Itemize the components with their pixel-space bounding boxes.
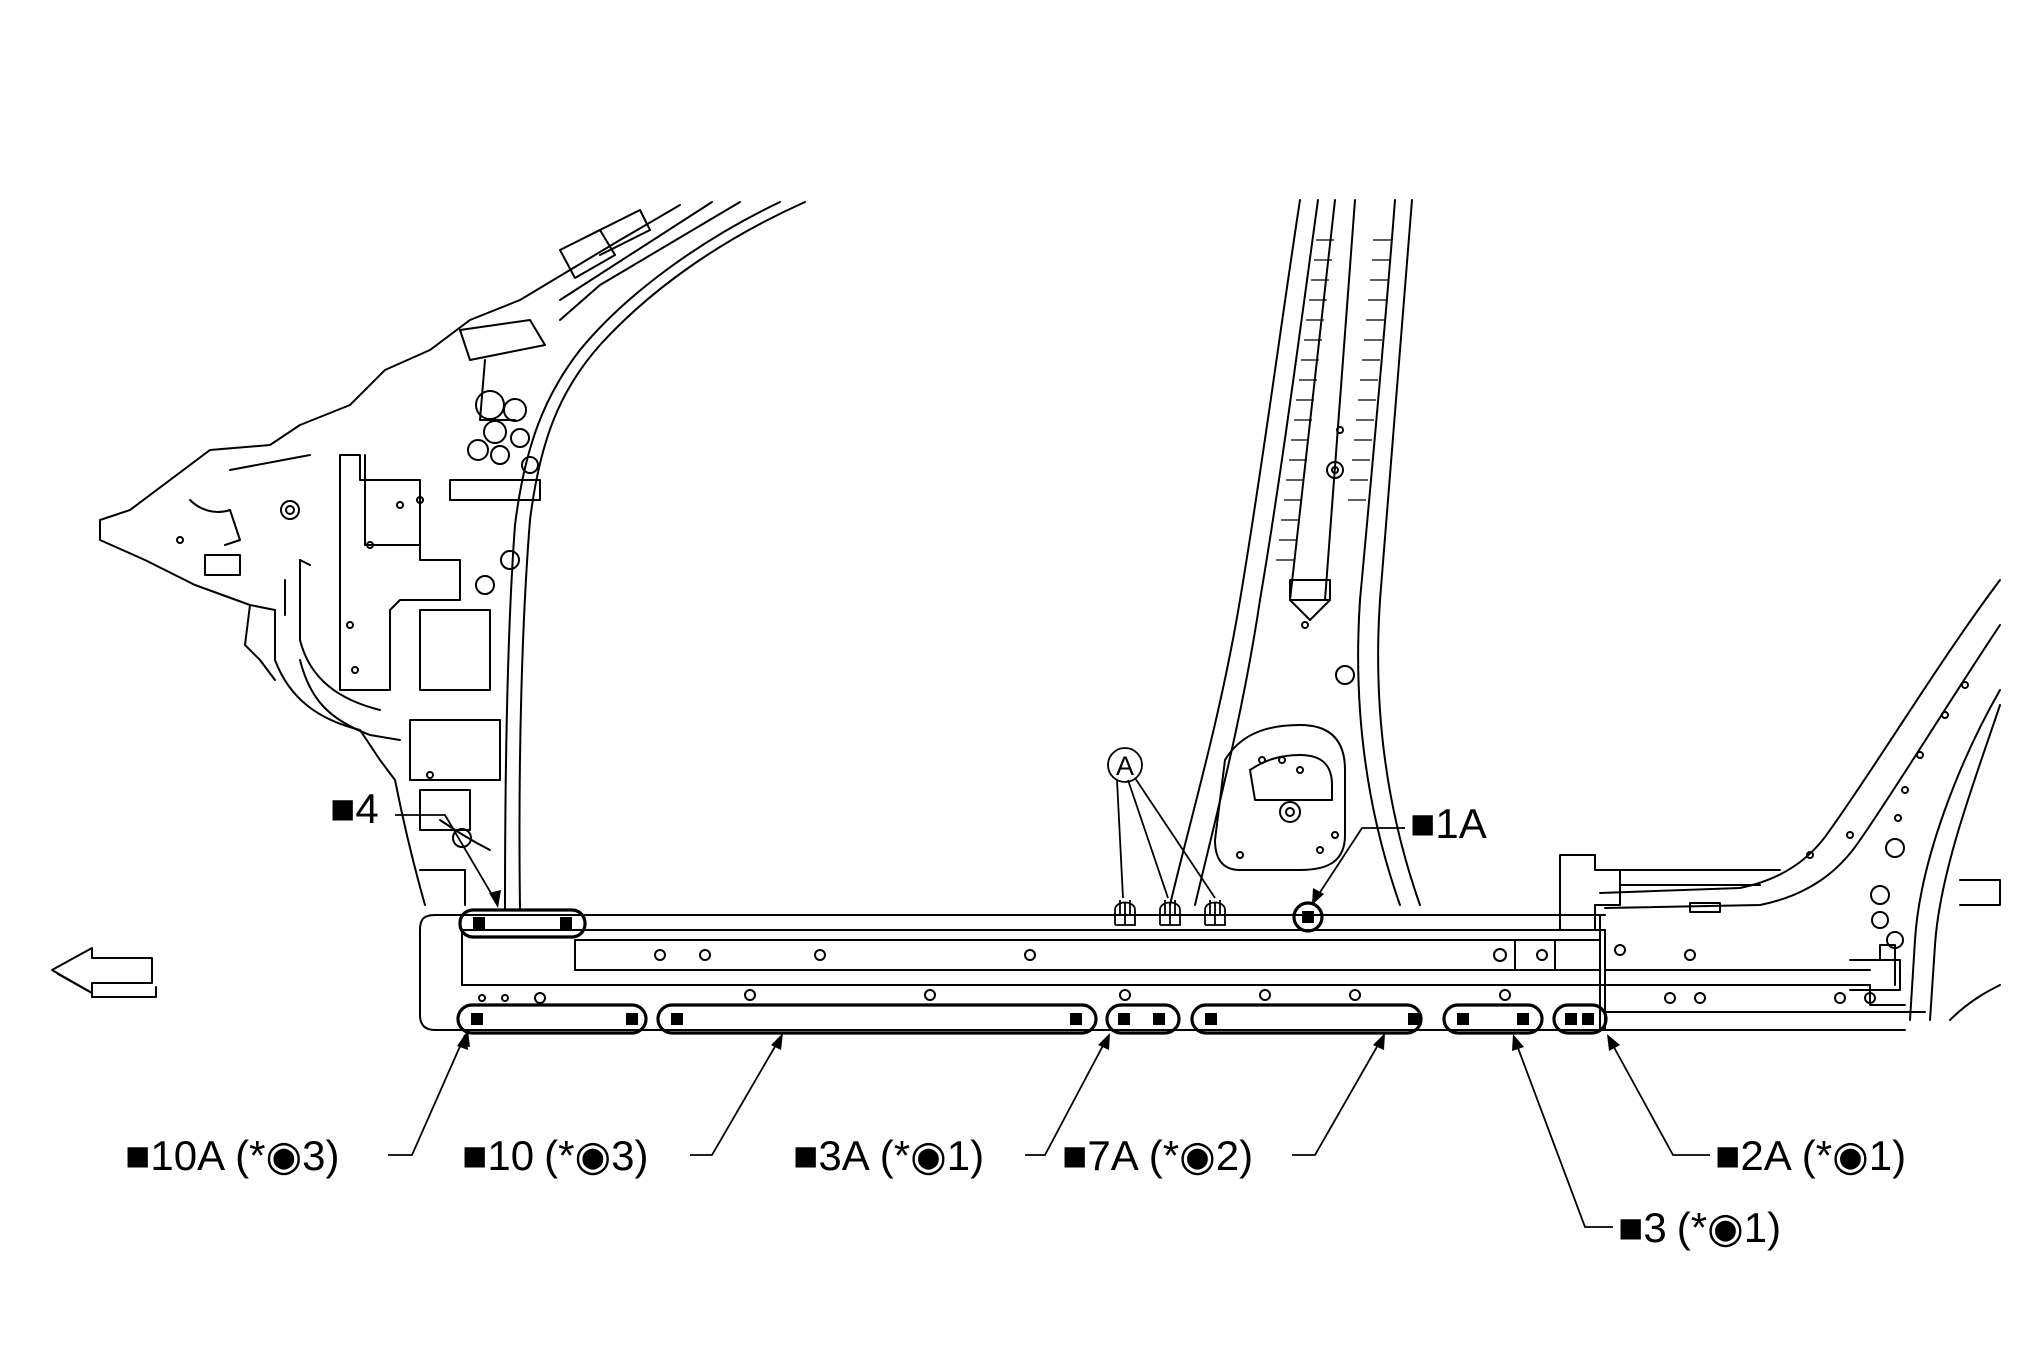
weld-symbol-icon: ■ bbox=[1715, 1132, 1740, 1179]
weld-group-7a bbox=[1190, 1003, 1423, 1035]
svg-text:■3A(*◉1): ■3A(*◉1) bbox=[793, 1132, 984, 1179]
b-pillar-structure bbox=[1169, 199, 1421, 906]
label-3a: ■3A(*◉1) bbox=[793, 1132, 984, 1179]
label-7a: ■7A(*◉2) bbox=[1062, 1132, 1253, 1179]
label-3-count: 1) bbox=[1744, 1204, 1781, 1251]
weld-symbol-icon: ■ bbox=[1410, 800, 1435, 847]
side-sill bbox=[419, 914, 1926, 1031]
label-2a: ■2A(*◉1) bbox=[1715, 1132, 1906, 1179]
spot-weld-icon: ◉ bbox=[910, 1132, 947, 1179]
weld-group-2a bbox=[1552, 1003, 1608, 1035]
label-4: ■4 bbox=[330, 785, 379, 832]
label-10a: ■10A(*◉3) bbox=[125, 1132, 339, 1179]
label-10-count: 3) bbox=[611, 1132, 648, 1179]
weld-symbol-icon: ■ bbox=[1062, 1132, 1087, 1179]
label-7a-count: 2) bbox=[1216, 1132, 1253, 1179]
label-3-open: (* bbox=[1677, 1204, 1707, 1251]
label-3: ■3(*◉1) bbox=[1618, 1204, 1781, 1251]
weld-symbol-icon: ■ bbox=[462, 1132, 487, 1179]
label-7a-open: (* bbox=[1149, 1132, 1179, 1179]
weld-symbol-icon: ■ bbox=[793, 1132, 818, 1179]
weld-group-3 bbox=[1442, 1003, 1544, 1035]
weld-symbol-icon: ■ bbox=[125, 1132, 150, 1179]
label-2a-open: (* bbox=[1802, 1132, 1832, 1179]
weld-group-3a bbox=[1105, 1003, 1181, 1035]
label-4-number: 4 bbox=[355, 785, 378, 832]
spot-weld-icon: ◉ bbox=[1179, 1132, 1216, 1179]
leader-lines bbox=[388, 777, 1710, 1228]
label-1a: ■1A bbox=[1410, 800, 1487, 847]
label-7a-number: 7A bbox=[1087, 1132, 1138, 1179]
weld-point-1a bbox=[1292, 901, 1324, 933]
weld-group-10a bbox=[456, 1003, 648, 1035]
a-pillar-structure bbox=[99, 201, 806, 909]
label-10a-count: 3) bbox=[302, 1132, 339, 1179]
spot-weld-icon: ◉ bbox=[574, 1132, 611, 1179]
svg-text:■7A(*◉2): ■7A(*◉2) bbox=[1062, 1132, 1253, 1179]
label-10-open: (* bbox=[544, 1132, 574, 1179]
svg-text:■10(*◉3): ■10(*◉3) bbox=[462, 1132, 648, 1179]
svg-text:■1A: ■1A bbox=[1410, 800, 1487, 847]
spot-weld-icon: ◉ bbox=[1832, 1132, 1869, 1179]
svg-text:■10A(*◉3): ■10A(*◉3) bbox=[125, 1132, 339, 1179]
weld-symbol-icon: ■ bbox=[1618, 1204, 1643, 1251]
label-10: ■10(*◉3) bbox=[462, 1132, 648, 1179]
label-2a-count: 1) bbox=[1869, 1132, 1906, 1179]
spot-weld-icon: ◉ bbox=[1707, 1204, 1744, 1251]
front-arrow-icon bbox=[51, 947, 157, 998]
label-10a-number: 10A bbox=[150, 1132, 225, 1179]
rear-quarter-structure bbox=[1559, 579, 2001, 1021]
svg-text:■2A(*◉1): ■2A(*◉1) bbox=[1715, 1132, 1906, 1179]
label-3a-open: (* bbox=[880, 1132, 910, 1179]
label-3-number: 3 bbox=[1643, 1204, 1666, 1251]
spot-weld-icon: ◉ bbox=[265, 1132, 302, 1179]
weld-symbol-icon: ■ bbox=[330, 785, 355, 832]
label-10a-open: (* bbox=[235, 1132, 265, 1179]
weld-group-4 bbox=[458, 908, 587, 939]
label-1a-number: 1A bbox=[1435, 800, 1486, 847]
label-a: A bbox=[1107, 747, 1143, 783]
label-10-number: 10 bbox=[487, 1132, 534, 1179]
label-2a-number: 2A bbox=[1740, 1132, 1791, 1179]
clip-a-group bbox=[1114, 900, 1226, 926]
label-3a-number: 3A bbox=[818, 1132, 869, 1179]
weld-group-10 bbox=[656, 1003, 1098, 1035]
svg-text:■4: ■4 bbox=[330, 785, 379, 832]
label-3a-count: 1) bbox=[947, 1132, 984, 1179]
svg-text:■3(*◉1): ■3(*◉1) bbox=[1618, 1204, 1781, 1251]
label-a-text: A bbox=[1116, 751, 1134, 781]
